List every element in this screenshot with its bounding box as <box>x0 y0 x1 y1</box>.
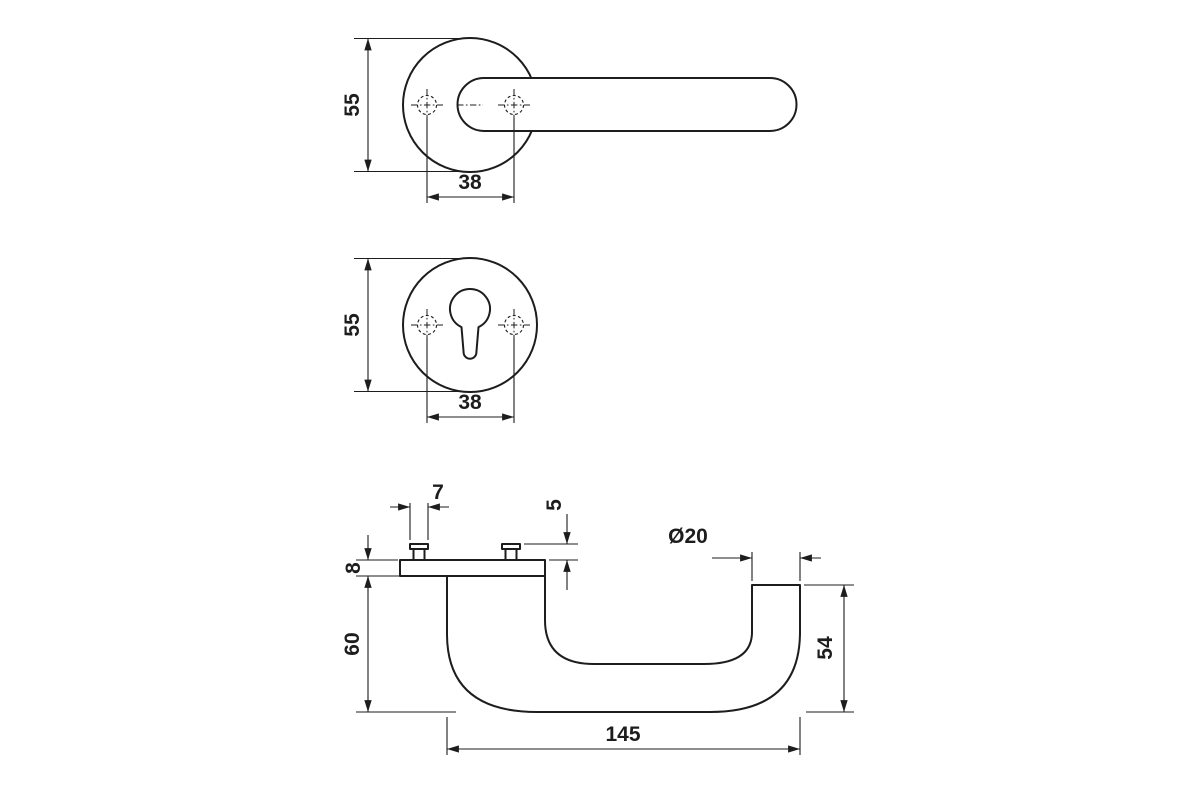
dim-label-grip-height: 54 <box>814 636 837 660</box>
dim-stud-width: 7 <box>390 481 449 540</box>
rose-side-outline <box>399 559 546 577</box>
dim-label-grip-diameter: Ø20 <box>668 525 708 548</box>
stud-cap <box>501 543 521 550</box>
dim-label-stud-width: 7 <box>432 481 444 504</box>
dim-label-screw-spacing: 38 <box>458 391 482 414</box>
dim-rose-diameter: 55 <box>341 37 466 173</box>
stud-stem <box>412 548 426 561</box>
euro-profile-keyhole <box>449 288 491 360</box>
dim-label-stud-height: 5 <box>543 499 566 511</box>
handle-profile-outline <box>446 575 801 713</box>
dim-label-overall-length: 145 <box>605 723 640 746</box>
dim-grip-diameter: Ø20 <box>668 525 821 581</box>
dim-label-rose-diameter: 55 <box>341 93 364 117</box>
view-escutcheon-front: 55 38 <box>341 257 538 423</box>
stud-cap <box>409 543 429 550</box>
dim-label-projection: 60 <box>341 632 364 655</box>
mounting-stud <box>501 543 521 561</box>
dim-label-screw-spacing: 38 <box>458 171 482 194</box>
lever-outline <box>456 77 798 132</box>
view-lever-front: 55 38 <box>341 37 798 203</box>
dim-overall-length: 145 <box>446 717 801 755</box>
dim-label-rose-thickness: 8 <box>342 562 365 574</box>
dim-projection: 60 <box>341 576 456 713</box>
dim-screw-spacing: 38 <box>426 118 515 203</box>
dim-rose-diameter: 55 <box>341 257 466 393</box>
stud-stem <box>504 548 518 561</box>
dim-stud-height: 5 <box>524 499 578 590</box>
mounting-stud <box>409 543 429 561</box>
dim-label-rose-diameter: 55 <box>341 313 364 337</box>
dim-grip-height: 54 <box>804 584 854 713</box>
view-side-profile: 7 5 8 60 Ø20 <box>341 481 854 755</box>
dim-screw-spacing: 38 <box>426 338 515 423</box>
